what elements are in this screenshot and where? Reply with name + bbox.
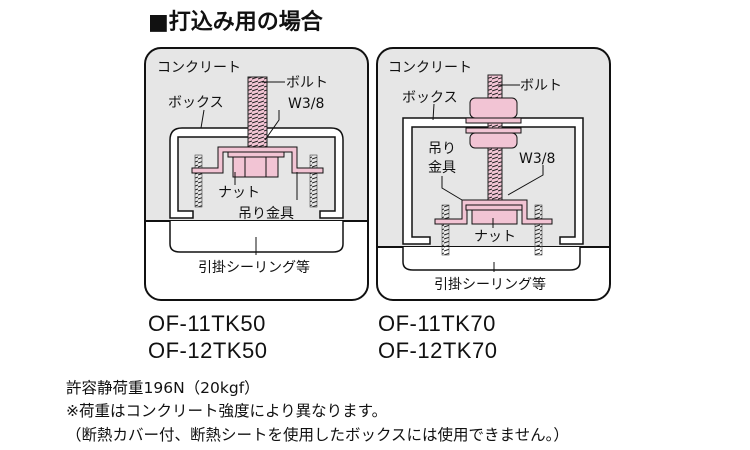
label-hanger: 吊り金具 [238, 206, 294, 222]
note-insulation: （断熱カバー付、断熱シートを使用したボックスには使用できません。） [66, 426, 569, 444]
right-frame [376, 47, 611, 301]
note-load: 許容静荷重196N（20kgf） [66, 379, 260, 397]
nut [232, 156, 279, 178]
label-ceiling: 引掛シーリング等 [198, 259, 310, 276]
left-frame [144, 47, 369, 301]
ceiling-fitting [402, 247, 581, 271]
label-box: ボックス [168, 95, 224, 111]
hanger-bracket [191, 146, 324, 174]
section-title: ■打込み用の場合 [148, 10, 323, 35]
screw [309, 154, 318, 208]
model-right-2: OF-12TK70 [378, 338, 498, 363]
label-bolt-size: W3/8 [519, 151, 555, 167]
label-hanger-1: 吊り [428, 141, 456, 157]
label-bolt: ボルト [286, 75, 328, 91]
model-right-1: OF-11TK70 [378, 311, 496, 336]
note-strength: ※荷重はコンクリート強度により異なります。 [66, 402, 388, 420]
screw [534, 204, 543, 256]
screw [194, 154, 203, 208]
label-concrete: コンクリート [388, 60, 472, 76]
label-bolt: ボルト [520, 78, 562, 94]
label-bolt-size: W3/8 [288, 96, 324, 112]
outlet-box [402, 117, 584, 245]
upper-nut [469, 97, 518, 119]
label-ceiling: 引掛シーリング等 [434, 276, 546, 293]
label-box: ボックス [402, 90, 458, 106]
label-nut: ナット [218, 185, 260, 201]
model-left-1: OF-11TK50 [148, 311, 266, 336]
outlet-box [169, 127, 344, 219]
left-diagram: コンクリート ボルト W3/8 ボックス ナット 吊り金具 引掛シーリング等 [144, 47, 369, 301]
screw [441, 204, 450, 256]
label-concrete: コンクリート [157, 60, 241, 76]
label-nut: ナット [474, 229, 516, 245]
right-diagram: コンクリート ボルト ボックス 吊り 金具 W3/8 ナット 引掛シーリング等 [376, 47, 611, 301]
nut [471, 209, 518, 225]
model-left-2: OF-12TK50 [148, 338, 268, 363]
label-hanger-2: 金具 [428, 160, 456, 176]
